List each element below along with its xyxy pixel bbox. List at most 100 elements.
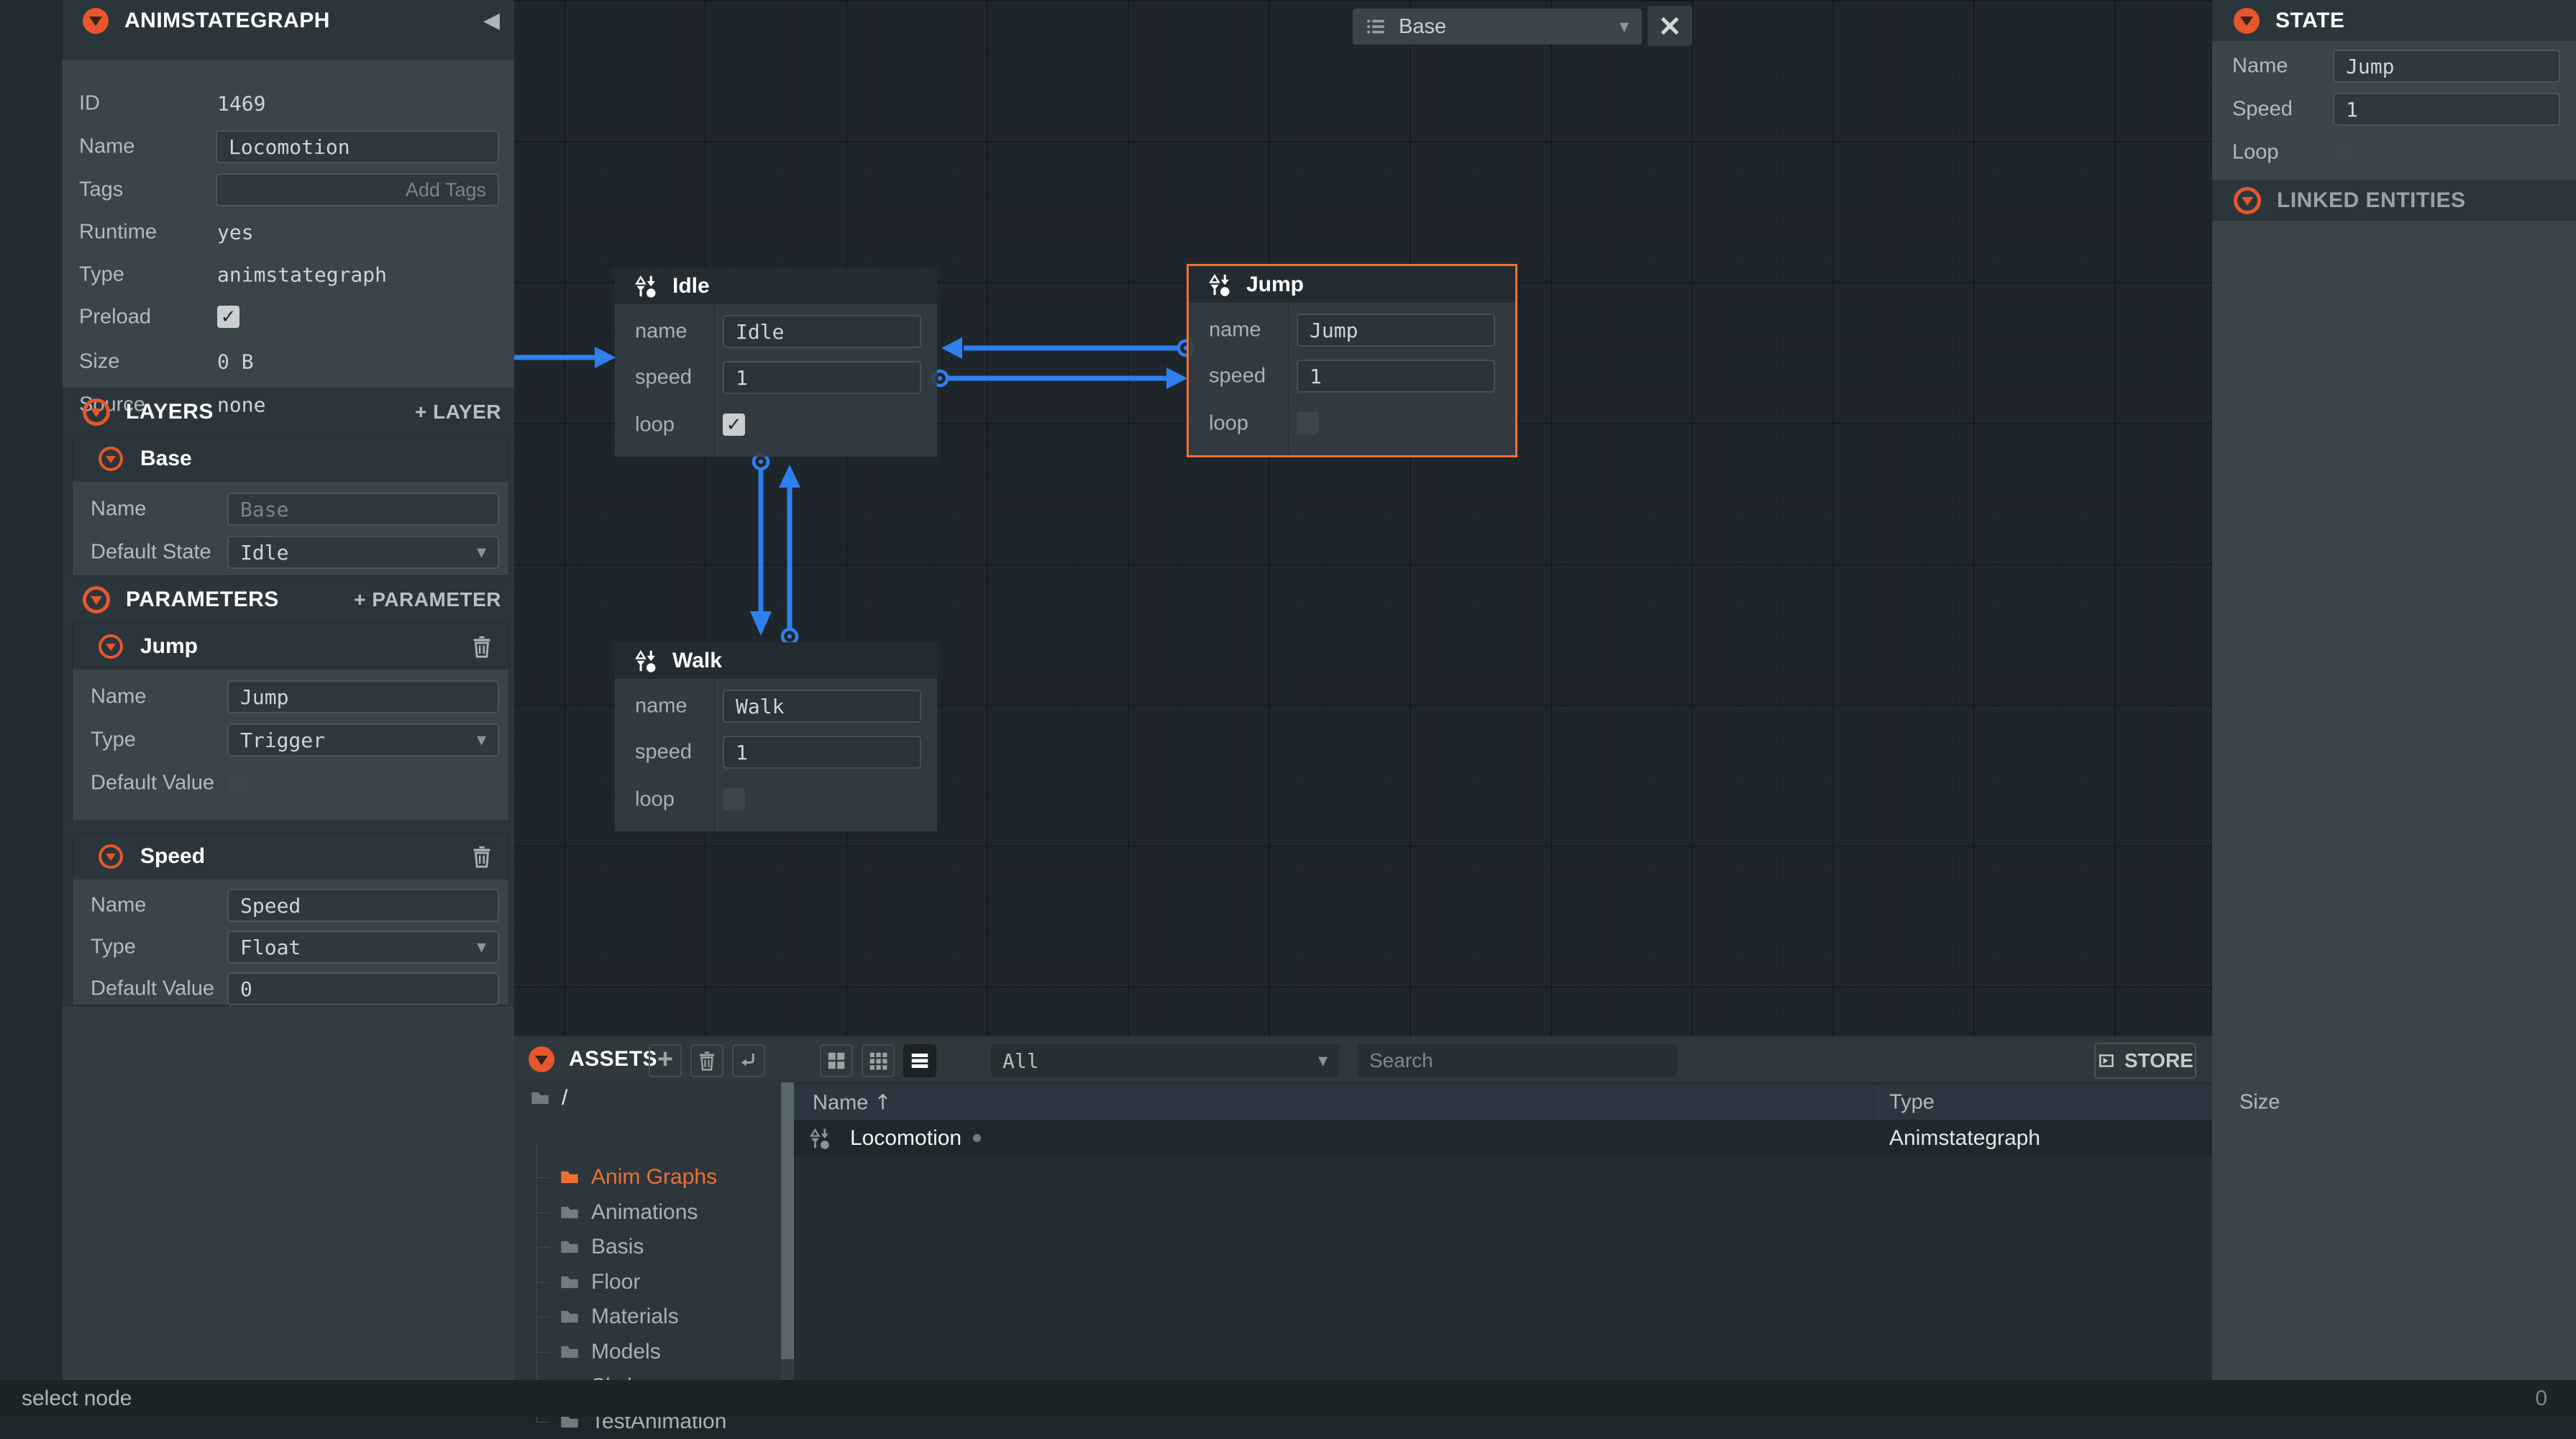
node-header[interactable]: Jump	[1189, 266, 1515, 303]
collapse-circle-icon[interactable]	[83, 8, 109, 34]
collapse-ring-icon[interactable]	[99, 447, 123, 471]
folder-label: Materials	[591, 1305, 679, 1329]
parameter-jump-panel: Jump Name Jump Type Trigger ▾ Default Va…	[72, 623, 509, 821]
folder-item-basis[interactable]: Basis	[514, 1230, 791, 1265]
folder-item-animations[interactable]: Animations	[514, 1195, 791, 1230]
state-speed-input[interactable]: 1	[723, 736, 921, 769]
layer-name-input[interactable]: Base	[227, 493, 499, 526]
folder-item-models[interactable]: Models	[514, 1335, 791, 1370]
folder-item-anim-graphs[interactable]: Anim Graphs	[514, 1160, 791, 1195]
parameters-section-header[interactable]: PARAMETERS + PARAMETER	[63, 585, 514, 615]
folder-item-floor[interactable]: Floor	[514, 1265, 791, 1300]
column-type[interactable]: Type	[1889, 1090, 1935, 1114]
layer-select[interactable]: Base ▾	[1353, 9, 1642, 45]
transition-jump-idle[interactable]	[941, 337, 1193, 359]
view-large-grid-button[interactable]	[820, 1044, 853, 1077]
asset-type-filter[interactable]: All ▾	[991, 1044, 1339, 1077]
state-name-label: Name	[2232, 55, 2288, 78]
loop-label: loop	[1209, 412, 1248, 436]
state-name-input[interactable]: Walk	[723, 690, 921, 723]
state-speed-input[interactable]: 1	[2333, 93, 2560, 126]
state-name-input[interactable]: Idle	[723, 315, 921, 348]
trash-icon	[696, 1049, 718, 1072]
state-loop-checkbox[interactable]: ✓	[2333, 141, 2355, 163]
parameter-header[interactable]: Jump	[73, 623, 508, 670]
delete-parameter-icon[interactable]	[470, 843, 494, 870]
duplicate-asset-button[interactable]	[732, 1044, 765, 1077]
view-small-grid-button[interactable]	[862, 1044, 895, 1077]
collapse-panel-icon[interactable]: ◀	[483, 8, 500, 33]
collapse-circle-icon[interactable]	[2234, 8, 2260, 34]
node-state-jump[interactable]: Jump name Jump speed 1 loop ✓	[1189, 266, 1515, 455]
node-header[interactable]: Walk	[615, 642, 937, 679]
state-loop-checkbox[interactable]: ✓	[1297, 412, 1319, 434]
chevron-down-icon: ▾	[477, 936, 486, 958]
param-name-input[interactable]: Jump	[227, 680, 499, 713]
parameter-speed-panel: Speed Name Speed Type Float ▾ Default Va…	[72, 833, 509, 1005]
column-size[interactable]: Size	[2239, 1090, 2280, 1114]
delete-asset-button[interactable]	[690, 1044, 723, 1077]
folder-item-materials[interactable]: Materials	[514, 1299, 791, 1335]
close-graph-editor-button[interactable]	[1648, 6, 1692, 46]
collapse-ring-icon[interactable]	[99, 634, 123, 659]
path-label: /	[562, 1086, 567, 1110]
layers-section-header[interactable]: LAYERS + LAYER	[63, 397, 514, 427]
view-list-button[interactable]	[903, 1044, 936, 1077]
collapse-ring-icon[interactable]	[2234, 187, 2261, 214]
node-state-walk[interactable]: Walk name Walk speed 1 loop ✓	[615, 642, 937, 831]
default-state-select[interactable]: Idle ▾	[227, 536, 499, 569]
preload-checkbox[interactable]: ✓	[217, 306, 239, 328]
tree-scrollbar[interactable]	[781, 1082, 794, 1380]
param-name-input[interactable]: Speed	[227, 889, 499, 922]
param-default-input[interactable]: 0	[227, 972, 499, 1005]
layer-base-header[interactable]: Base	[73, 436, 508, 482]
param-type-select[interactable]: Float ▾	[227, 931, 499, 964]
state-speed-input[interactable]: 1	[723, 361, 921, 394]
collapse-ring-icon[interactable]	[83, 586, 110, 613]
transition-idle-jump[interactable]	[933, 367, 1187, 389]
tags-input[interactable]: Add Tags	[216, 173, 499, 206]
search-placeholder: Search	[1369, 1049, 1433, 1072]
asset-name-input[interactable]: Locomotion	[216, 130, 499, 163]
node-header[interactable]: Idle	[615, 268, 937, 304]
node-state-idle[interactable]: Idle name Idle speed 1 loop ✓	[615, 268, 937, 457]
folder-icon	[559, 1272, 580, 1292]
state-speed-label: Speed	[2232, 98, 2293, 122]
asset-row-locomotion[interactable]: Locomotion Animstategraph	[794, 1120, 2212, 1156]
state-speed-input[interactable]: 1	[1297, 360, 1495, 393]
close-icon	[1657, 13, 1683, 39]
type-value: animstategraph	[217, 263, 387, 287]
add-parameter-button[interactable]: + PARAMETER	[354, 588, 501, 611]
collapse-circle-icon[interactable]	[529, 1046, 554, 1072]
tree-scrollbar-thumb[interactable]	[781, 1082, 794, 1359]
state-name-input[interactable]: Jump	[1297, 314, 1495, 347]
chevron-down-icon: ▾	[1318, 1050, 1328, 1072]
transition-idle-walk[interactable]	[750, 454, 772, 636]
asset-search-input[interactable]: Search	[1358, 1044, 1677, 1077]
collapse-ring-icon[interactable]	[83, 398, 110, 426]
param-type-select[interactable]: Trigger ▾	[227, 723, 499, 757]
state-name-input[interactable]: Jump	[2333, 50, 2560, 83]
default-state-label: Default State	[91, 541, 211, 565]
section-title: LINKED ENTITIES	[2277, 188, 2466, 213]
parameter-header[interactable]: Speed	[73, 833, 508, 880]
collapse-ring-icon[interactable]	[99, 844, 123, 869]
anim-state-icon	[1207, 273, 1232, 297]
state-loop-checkbox[interactable]: ✓	[723, 414, 745, 436]
param-default-checkbox[interactable]: ✓	[227, 772, 250, 794]
add-asset-button[interactable]: +	[649, 1044, 682, 1077]
name-label: name	[1209, 319, 1261, 342]
state-loop-checkbox[interactable]: ✓	[723, 788, 745, 810]
transition-walk-idle[interactable]	[779, 465, 800, 644]
linked-entities-header[interactable]: LINKED ENTITIES	[2212, 180, 2576, 221]
delete-parameter-icon[interactable]	[470, 633, 494, 660]
left-gutter	[0, 0, 63, 1380]
column-name[interactable]: Name ↑	[813, 1089, 892, 1115]
animstategraph-section-header[interactable]: ANIMSTATEGRAPH ◀	[63, 0, 514, 41]
chevron-down-icon: ▾	[477, 729, 486, 751]
state-section-header[interactable]: STATE	[2212, 0, 2576, 41]
folder-icon	[559, 1167, 580, 1187]
add-layer-button[interactable]: + LAYER	[415, 401, 501, 424]
store-button[interactable]: STORE	[2094, 1043, 2196, 1079]
current-path[interactable]: /	[514, 1082, 791, 1114]
